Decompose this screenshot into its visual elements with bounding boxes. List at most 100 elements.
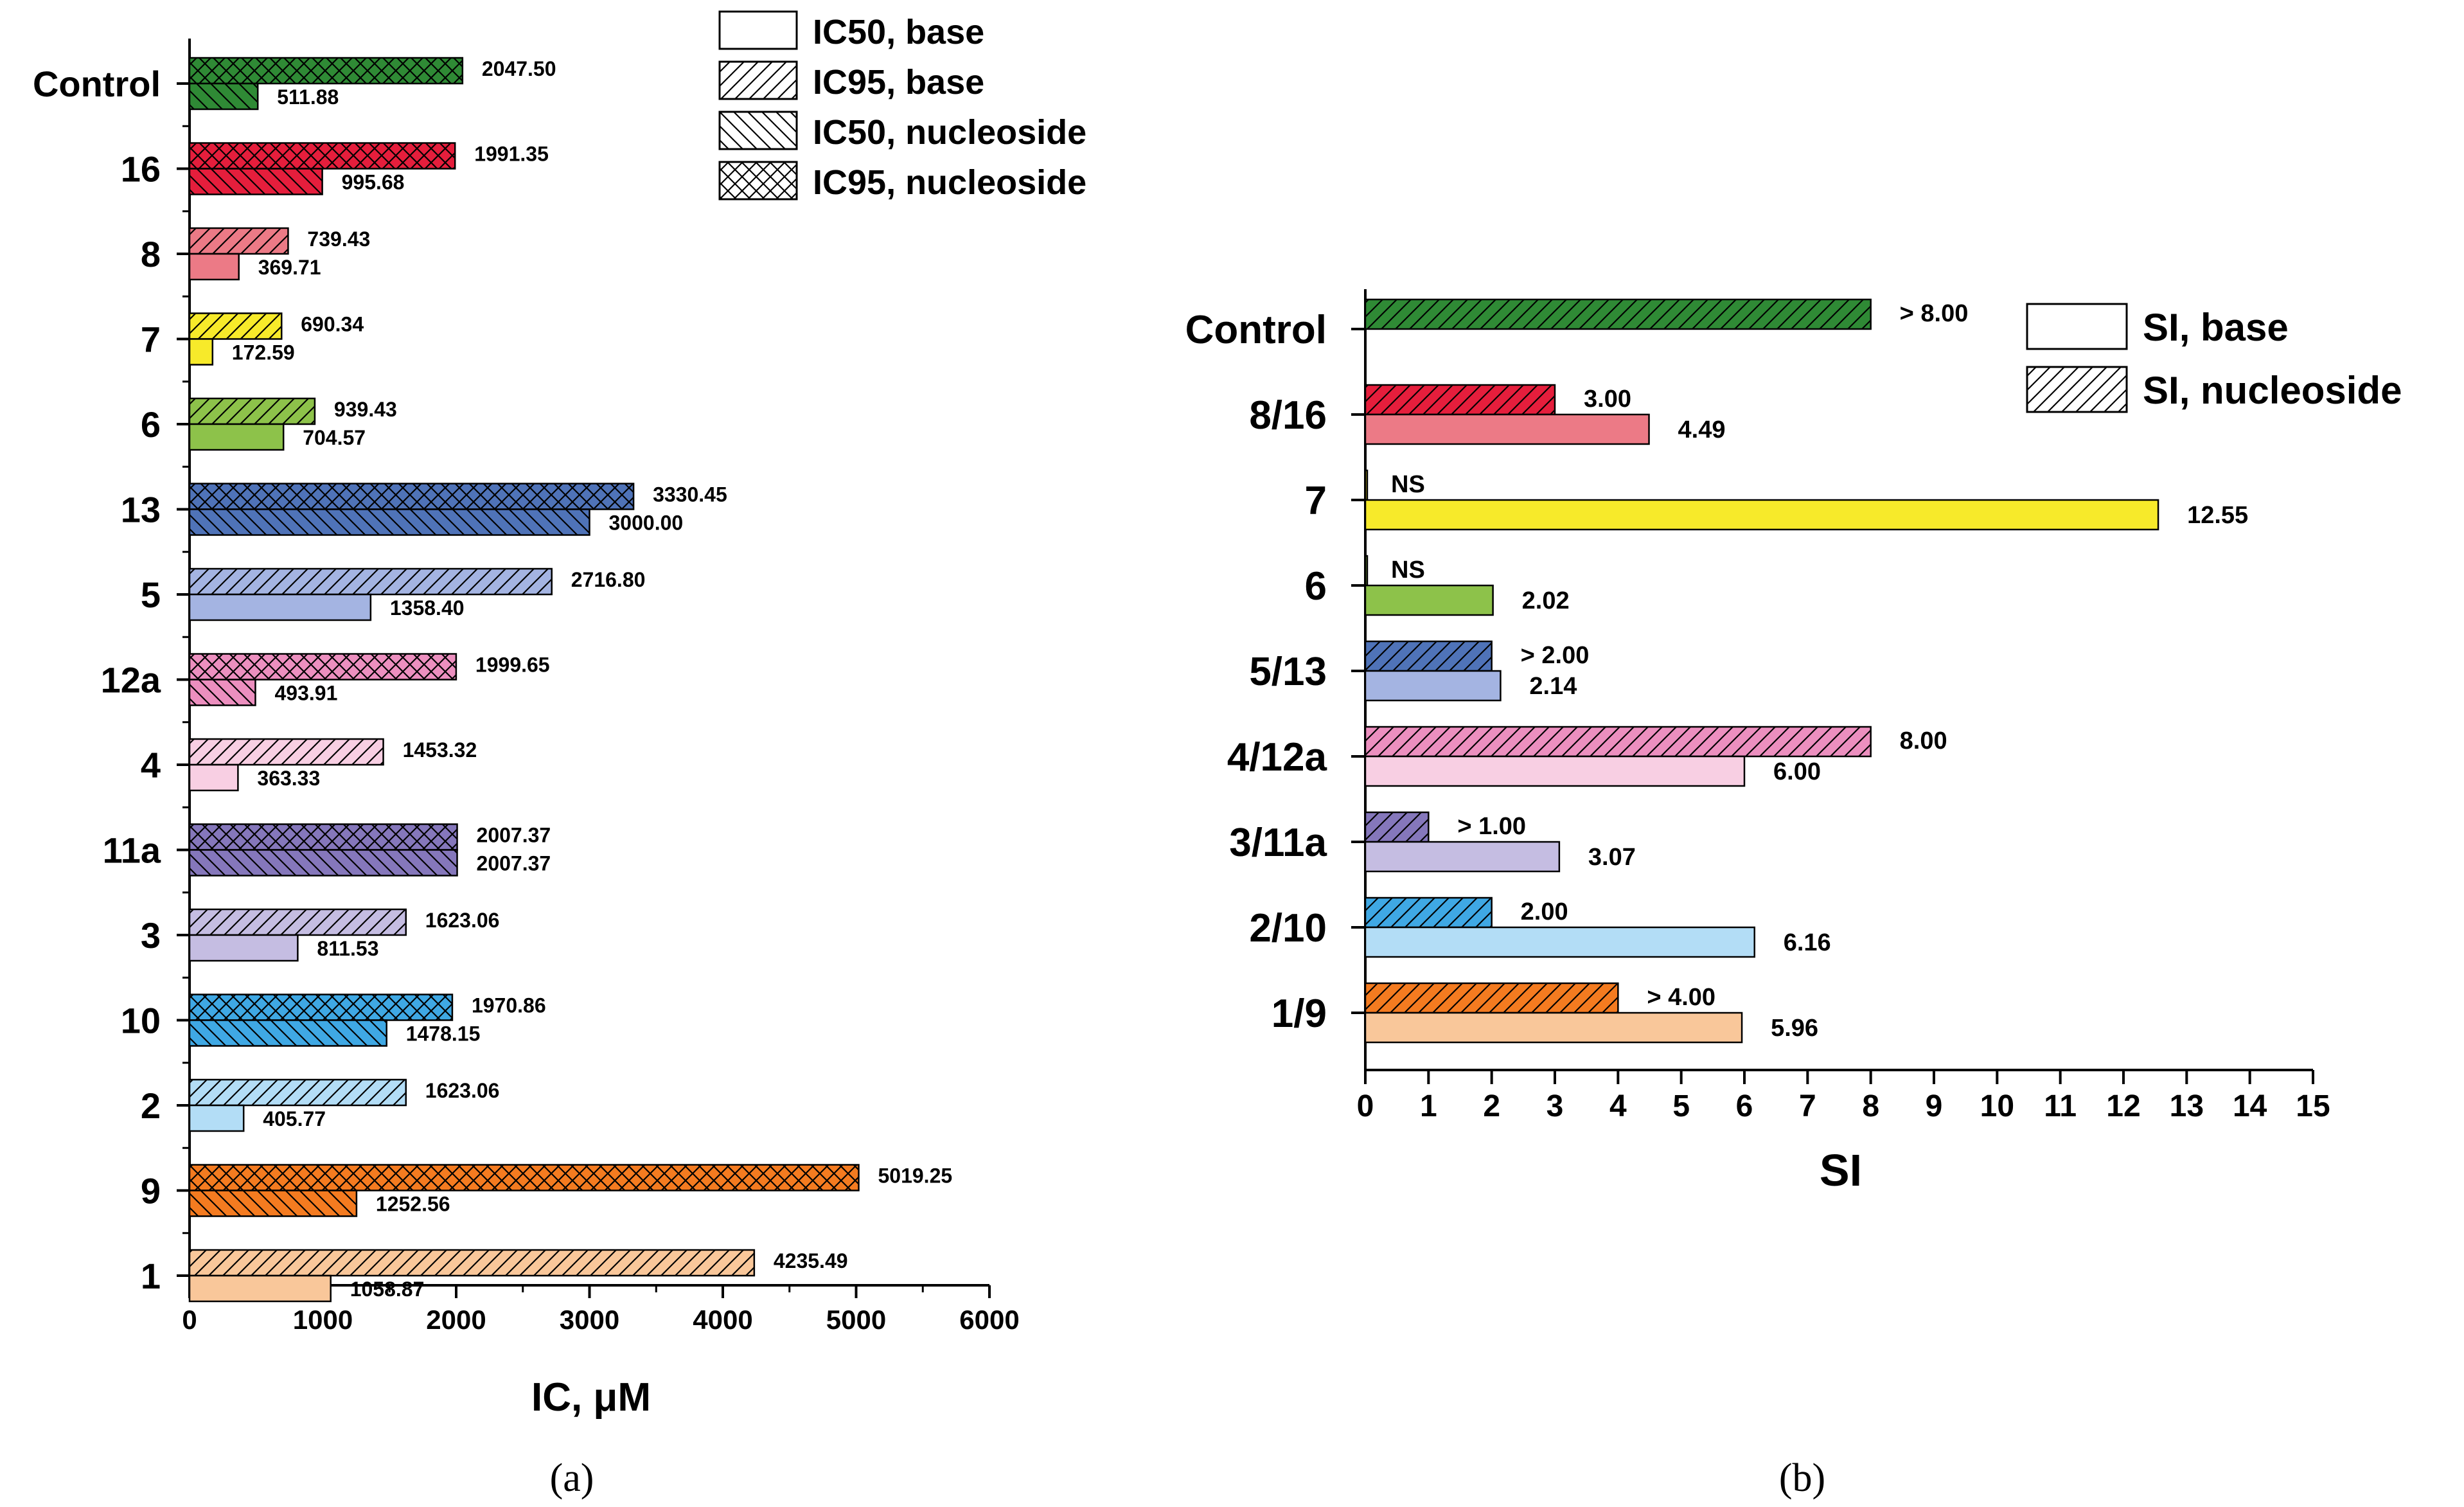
bar-top-a-hatch <box>190 909 406 935</box>
value-label-top-a: 5019.25 <box>878 1164 952 1188</box>
bar-top-b-hatch <box>1365 898 1492 927</box>
value-label-bottom-a: 363.33 <box>257 767 320 790</box>
value-label-top-a: 4235.49 <box>774 1249 848 1272</box>
bar-bottom-a-hatch <box>190 168 323 195</box>
value-label-top-b: NS <box>1391 471 1425 498</box>
value-label-bottom-a: 995.68 <box>342 171 405 194</box>
category-label-a: 12a <box>101 660 161 700</box>
value-label-top-b: 2.00 <box>1521 898 1568 925</box>
category-label-a: 4 <box>141 745 161 785</box>
bar-top-b-hatch <box>1365 727 1871 756</box>
legend-a-swatch-ic95-base <box>718 60 798 100</box>
legend-b-label-si-base: SI, base <box>2143 306 2289 349</box>
legend-a-label-ic95-base: IC95, base <box>813 63 984 102</box>
bar-top-a-hatch <box>190 654 456 680</box>
value-label-bottom-b: 6.16 <box>1784 929 1831 956</box>
value-label-bottom-a: 704.57 <box>303 426 366 449</box>
value-label-bottom-a: 511.88 <box>277 85 339 109</box>
x-tick-label-a: 3000 <box>560 1305 619 1335</box>
legend-b-swatch-si-base <box>2026 303 2128 350</box>
bar-top-a-hatch <box>190 1080 406 1105</box>
bar-bottom-b <box>1364 841 1561 873</box>
bar-top-a-hatch <box>190 58 463 84</box>
bar-bottom-b <box>1364 499 2159 531</box>
bar-bottom-a <box>188 934 299 962</box>
category-label-b: 4/12a <box>1227 735 1327 780</box>
x-tick-label-b: 14 <box>2233 1089 2267 1123</box>
x-tick-label-a: 0 <box>182 1305 197 1335</box>
bar-top-b <box>1364 555 1369 587</box>
bar-top-a-hatch <box>190 228 288 254</box>
bar-top-a-hatch <box>190 824 457 850</box>
x-tick-label-a: 1000 <box>293 1305 353 1335</box>
panel-label-a: (a) <box>550 1456 594 1500</box>
bar-top-b-hatch <box>1365 983 1618 1013</box>
value-label-top-a: 2716.80 <box>571 568 646 591</box>
x-axis-title-a: IC, μM <box>531 1375 651 1420</box>
value-label-bottom-b: 5.96 <box>1771 1015 1818 1042</box>
bar-bottom-a-hatch <box>190 850 457 876</box>
category-label-a: 5 <box>141 575 161 615</box>
value-label-top-b: > 2.00 <box>1521 642 1590 669</box>
x-tick-label-b: 0 <box>1357 1089 1374 1123</box>
bar-bottom-a <box>188 423 285 451</box>
x-tick-label-b: 7 <box>1799 1089 1816 1123</box>
bar-top-a-hatch <box>190 483 634 510</box>
legend-a-label-ic50-base: IC50, base <box>813 13 984 51</box>
value-label-top-b: 8.00 <box>1900 727 1947 754</box>
value-label-top-a: 1970.86 <box>472 994 546 1017</box>
category-label-a: 13 <box>121 490 161 530</box>
value-label-bottom-b: 4.49 <box>1678 416 1726 443</box>
x-tick-label-b: 13 <box>2170 1089 2204 1123</box>
bar-top-b-hatch <box>1365 299 1871 329</box>
bar-bottom-a <box>188 338 214 366</box>
bar-bottom-b <box>1364 670 1502 702</box>
category-label-a: 3 <box>141 915 161 956</box>
value-label-bottom-a: 369.71 <box>258 256 321 279</box>
value-label-bottom-a: 1058.87 <box>350 1278 425 1301</box>
bar-bottom-a <box>188 1104 245 1132</box>
bar-top-b-hatch <box>1365 812 1429 842</box>
bar-top-a-hatch <box>190 143 456 169</box>
legend-b-swatch-si-nucleoside <box>2026 366 2128 413</box>
bar-top-a-hatch <box>190 569 552 594</box>
value-label-top-b: NS <box>1391 557 1425 584</box>
x-tick-label-a: 2000 <box>426 1305 486 1335</box>
bar-top-b-hatch <box>1365 385 1555 415</box>
bar-top-a-hatch <box>190 1250 754 1276</box>
category-label-b: 1/9 <box>1272 992 1327 1036</box>
category-label-b: 2/10 <box>1249 906 1327 950</box>
bar-bottom-b <box>1364 1012 1743 1044</box>
category-label-b: 6 <box>1305 564 1327 609</box>
x-tick-label-b: 4 <box>1609 1089 1627 1123</box>
x-tick-label-b: 9 <box>1926 1089 1943 1123</box>
value-label-bottom-b: 2.14 <box>1529 673 1577 700</box>
value-label-top-b: 3.00 <box>1584 386 1631 413</box>
bar-top-b <box>1364 469 1369 501</box>
bar-top-a-hatch <box>190 313 282 339</box>
bar-bottom-b <box>1364 584 1494 616</box>
value-label-top-a: 1999.65 <box>475 654 550 677</box>
category-label-a: 2 <box>141 1085 161 1126</box>
category-label-b: Control <box>1185 308 1327 352</box>
value-label-bottom-b: 6.00 <box>1773 758 1821 785</box>
value-label-top-a: 2047.50 <box>482 57 556 80</box>
bar-bottom-a <box>188 593 372 621</box>
value-label-top-a: 1453.32 <box>403 738 477 762</box>
x-tick-label-a: 6000 <box>959 1305 1019 1335</box>
value-label-top-b: > 4.00 <box>1647 984 1715 1011</box>
bar-bottom-a-hatch <box>190 509 590 535</box>
value-label-bottom-b: 12.55 <box>2187 502 2248 529</box>
value-label-bottom-a: 1358.40 <box>390 596 465 620</box>
legend-a-label-ic50-nucleoside: IC50, nucleoside <box>813 113 1086 152</box>
value-label-bottom-b: 3.07 <box>1588 844 1636 871</box>
value-label-top-a: 2007.37 <box>477 824 551 847</box>
value-label-top-b: > 1.00 <box>1457 813 1526 840</box>
value-label-bottom-b: 2.02 <box>1522 587 1570 614</box>
value-label-top-b: > 8.00 <box>1900 300 1969 327</box>
x-tick-label-b: 8 <box>1862 1089 1879 1123</box>
bar-bottom-a-hatch <box>190 1020 387 1046</box>
category-label-b: 7 <box>1305 479 1327 523</box>
bar-bottom-a <box>188 763 239 792</box>
